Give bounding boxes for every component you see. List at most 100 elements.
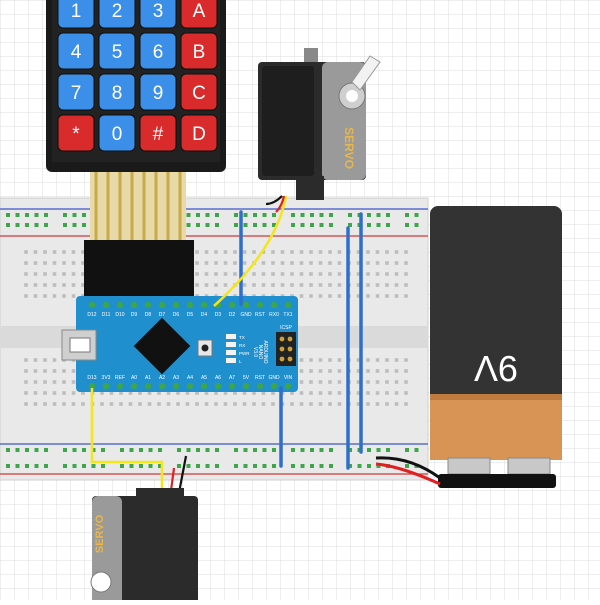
pin-label: A6 — [215, 375, 221, 381]
keypad-key-4[interactable]: 4 — [57, 32, 95, 70]
pin-tx1-top[interactable] — [284, 301, 292, 309]
keypad-key-#[interactable]: # — [139, 114, 177, 152]
servo-bottom-signal-wire — [90, 388, 164, 498]
keypad-key-label: 3 — [153, 1, 164, 22]
pin-d5-top[interactable] — [186, 301, 194, 309]
keypad-key-D[interactable]: D — [180, 114, 218, 152]
keypad-key-label: * — [72, 124, 80, 145]
pin-rst-bottom[interactable] — [256, 382, 264, 390]
servo-top-label: SERVO — [342, 127, 356, 169]
pin-label: 3V3 — [102, 375, 111, 381]
pin-label: A1 — [145, 375, 151, 381]
battery-9v: 9V — [375, 206, 562, 488]
pin-a2-bottom[interactable] — [158, 382, 166, 390]
led-l — [226, 358, 236, 363]
led-label: PWR — [239, 351, 250, 356]
keypad-key-2[interactable]: 2 — [98, 0, 136, 29]
pin-label: D10 — [115, 312, 124, 318]
battery-snap-connector — [438, 474, 556, 488]
pin-d11-top[interactable] — [102, 301, 110, 309]
keypad-key-label: 9 — [153, 83, 164, 104]
keypad-key-label: 4 — [71, 42, 82, 63]
pin-a0-bottom[interactable] — [130, 382, 138, 390]
pin-label: D8 — [145, 312, 152, 318]
keypad-key-label: 8 — [112, 83, 123, 104]
keypad-ribbon-cable — [90, 172, 186, 242]
pin-label: RST — [255, 375, 265, 381]
keypad-key-label: 6 — [153, 42, 164, 63]
pin-label: D13 — [87, 375, 96, 381]
battery-red-wire — [375, 462, 441, 486]
pin-d4-top[interactable] — [200, 301, 208, 309]
pin-a7-bottom[interactable] — [228, 382, 236, 390]
pin-ref-bottom[interactable] — [116, 382, 124, 390]
pin-gnd-top[interactable] — [242, 301, 250, 309]
pin-5v-bottom[interactable] — [242, 382, 250, 390]
led-pwr — [226, 350, 236, 355]
pin-label: D6 — [173, 312, 180, 318]
led-label: RX — [239, 343, 245, 348]
servo-bottom: SERVO — [90, 488, 198, 605]
pin-label: D4 — [201, 312, 208, 318]
keypad-key-label: 0 — [112, 124, 123, 145]
keypad-key-B[interactable]: B — [180, 32, 218, 70]
pin-label: D2 — [229, 312, 236, 318]
pin-a6-bottom[interactable] — [214, 382, 222, 390]
keypad-key-label: 5 — [112, 42, 123, 63]
pin-label: D3 — [215, 312, 222, 318]
pin-a5-bottom[interactable] — [200, 382, 208, 390]
pin-3v3-bottom[interactable] — [102, 382, 110, 390]
pin-label: REF — [115, 375, 125, 381]
keypad-key-*[interactable]: * — [57, 114, 95, 152]
keypad-key-0[interactable]: 0 — [98, 114, 136, 152]
keypad-key-label: 7 — [71, 83, 82, 104]
pin-d10-top[interactable] — [116, 301, 124, 309]
pin-label: D9 — [131, 312, 138, 318]
pin-d9-top[interactable] — [130, 301, 138, 309]
keypad-key-C[interactable]: C — [180, 73, 218, 111]
keypad-key-label: # — [153, 124, 164, 145]
keypad-key-label: C — [192, 83, 206, 104]
icsp-header — [276, 332, 296, 366]
led-tx — [226, 334, 236, 339]
pin-a3-bottom[interactable] — [172, 382, 180, 390]
pin-d13-bottom[interactable] — [88, 382, 96, 390]
pin-gnd-bottom[interactable] — [270, 382, 278, 390]
keypad-key-8[interactable]: 8 — [98, 73, 136, 111]
pin-rst-top[interactable] — [256, 301, 264, 309]
pin-a1-bottom[interactable] — [144, 382, 152, 390]
pin-label: A3 — [173, 375, 179, 381]
pin-a4-bottom[interactable] — [186, 382, 194, 390]
pin-label: D7 — [159, 312, 166, 318]
pin-label: A5 — [201, 375, 207, 381]
keypad-key-1[interactable]: 1 — [57, 0, 95, 29]
pin-rx0-top[interactable] — [270, 301, 278, 309]
servo-top-signal-wire — [213, 195, 288, 307]
keypad-key-A[interactable]: A — [180, 0, 218, 29]
pin-d6-top[interactable] — [172, 301, 180, 309]
servo-top: SERVO — [258, 48, 381, 200]
pin-label: A7 — [229, 375, 235, 381]
pin-label: GND — [268, 375, 280, 381]
pin-d8-top[interactable] — [144, 301, 152, 309]
pin-d12-top[interactable] — [88, 301, 96, 309]
pin-d7-top[interactable] — [158, 301, 166, 309]
pin-label: VIN — [284, 375, 293, 381]
keypad-key-9[interactable]: 9 — [139, 73, 177, 111]
keypad-key-3[interactable]: 3 — [139, 0, 177, 29]
keypad-key-5[interactable]: 5 — [98, 32, 136, 70]
pin-label: GND — [240, 312, 252, 318]
pin-vin-bottom[interactable] — [284, 382, 292, 390]
led-rx — [226, 342, 236, 347]
pin-d2-top[interactable] — [228, 301, 236, 309]
keypad-key-7[interactable]: 7 — [57, 73, 95, 111]
led-label: TX — [239, 335, 245, 340]
keypad-key-6[interactable]: 6 — [139, 32, 177, 70]
battery-voltage-label: 9V — [474, 348, 518, 389]
battery-terminal-right — [507, 457, 551, 475]
